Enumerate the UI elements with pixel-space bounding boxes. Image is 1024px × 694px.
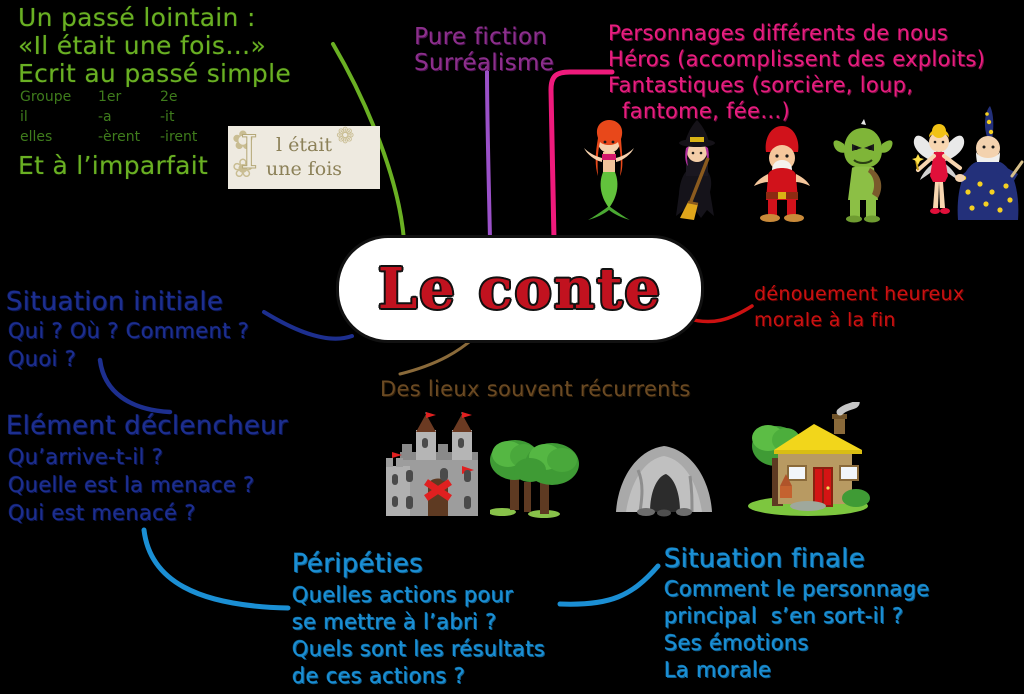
tense-line-2: «Il était une fois…» xyxy=(18,31,267,60)
page-title: Le conte xyxy=(377,256,663,322)
table-row: elles -èrent -irent xyxy=(20,128,197,148)
table-row: il -a -it xyxy=(20,108,197,128)
table-header-2e: 2e xyxy=(160,89,178,105)
characters-line-4: fantome, fée…) xyxy=(622,99,791,123)
situation-finale-line-4: La morale xyxy=(664,658,772,682)
situation-initiale-line-1: Qui ? Où ? Comment ? xyxy=(8,319,250,343)
castle-figure xyxy=(386,412,478,516)
situation-finale-line-1: Comment le personnage xyxy=(664,577,930,601)
tense-line-3: Ecrit au passé simple xyxy=(18,59,292,88)
table-cell-pronoun-il: il xyxy=(20,108,28,125)
wizard-figure xyxy=(955,106,1024,220)
ending-line-1: dénouement heureux xyxy=(754,283,965,305)
situation-finale-line-2: principal s’en sort-il ? xyxy=(664,604,904,628)
fiction-line-1: Pure fiction xyxy=(414,24,548,50)
characters-line-2: Héros (accomplissent des exploits) xyxy=(608,47,986,71)
situation-finale-line-3: Ses émotions xyxy=(664,631,809,655)
table-cell-elles-2e: -irent xyxy=(160,128,198,145)
tense-line-1: Un passé lointain : xyxy=(18,3,256,32)
characters-line-1: Personnages différents de nous xyxy=(608,21,949,45)
peripeties-line-2: se mettre à l’abri ? xyxy=(292,610,497,634)
drop-cap-letter: I xyxy=(239,126,259,179)
connector-fiction xyxy=(485,66,492,242)
table-cell-pronoun-elles: elles xyxy=(20,128,53,145)
connector-situation-finale xyxy=(557,563,661,607)
peripeties-line-4: de ces actions ? xyxy=(292,664,466,688)
table-cell-il-1er: -a xyxy=(98,108,112,125)
banner-line-2: une fois xyxy=(266,158,343,180)
table-header-groupe: Groupe xyxy=(20,89,72,105)
table-cell-elles-1er: -èrent xyxy=(98,128,141,145)
element-declencheur-line-1: Qu’arrive-t-il ? xyxy=(8,445,164,469)
flourish-icon-left-lower: ❀ xyxy=(232,154,254,184)
situation-finale-title: Situation finale xyxy=(664,544,866,574)
element-declencheur-line-2: Quelle est la menace ? xyxy=(8,473,255,497)
connector-situation-initiale xyxy=(262,310,354,341)
flourish-icon-left: ✿ xyxy=(232,126,254,156)
connector-places xyxy=(398,336,476,376)
passe-simple-table: Groupe 1er 2e il -a -it elles -èrent -ir… xyxy=(20,88,197,148)
peripeties-line-3: Quels sont les résultats xyxy=(292,637,546,661)
connector-element-declencheur xyxy=(97,357,173,415)
mermaid-figure xyxy=(584,120,634,220)
table-cell-il-2e: -it xyxy=(160,108,175,125)
table-header-1er: 1er xyxy=(98,89,122,105)
flourish-icon-right: ❁ xyxy=(336,126,355,149)
witch-figure xyxy=(676,120,715,220)
ending-line-2: morale à la fin xyxy=(754,309,896,331)
places-title: Des lieux souvent récurrents xyxy=(380,377,691,401)
element-declencheur-title: Elément déclencheur xyxy=(6,411,289,441)
il-etait-une-fois-decorative-banner: ✿ ❀ ❁ I l était une fois xyxy=(228,126,380,189)
fiction-line-2: Surréalisme xyxy=(414,50,555,76)
center-node[interactable]: Le conte xyxy=(336,235,704,343)
fairy-figure xyxy=(912,124,965,214)
banner-line-1: l était xyxy=(276,134,333,156)
table-header-row: Groupe 1er 2e xyxy=(20,88,197,108)
tense-imparfait-line: Et à l’imparfait xyxy=(18,151,209,180)
situation-initiale-line-2: Quoi ? xyxy=(8,347,77,371)
cave-figure xyxy=(616,446,712,517)
ogre-figure xyxy=(833,119,893,223)
connector-peripeties xyxy=(141,527,291,611)
cottage-figure xyxy=(748,402,870,516)
forest-figure xyxy=(490,440,579,518)
peripeties-title: Péripéties xyxy=(292,549,424,579)
situation-initiale-title: Situation initiale xyxy=(6,287,224,317)
dwarf-figure xyxy=(754,126,810,222)
peripeties-line-1: Quelles actions pour xyxy=(292,583,514,607)
element-declencheur-line-3: Qui est menacé ? xyxy=(8,501,196,525)
characters-line-3: Fantastiques (sorcière, loup, xyxy=(608,73,914,97)
